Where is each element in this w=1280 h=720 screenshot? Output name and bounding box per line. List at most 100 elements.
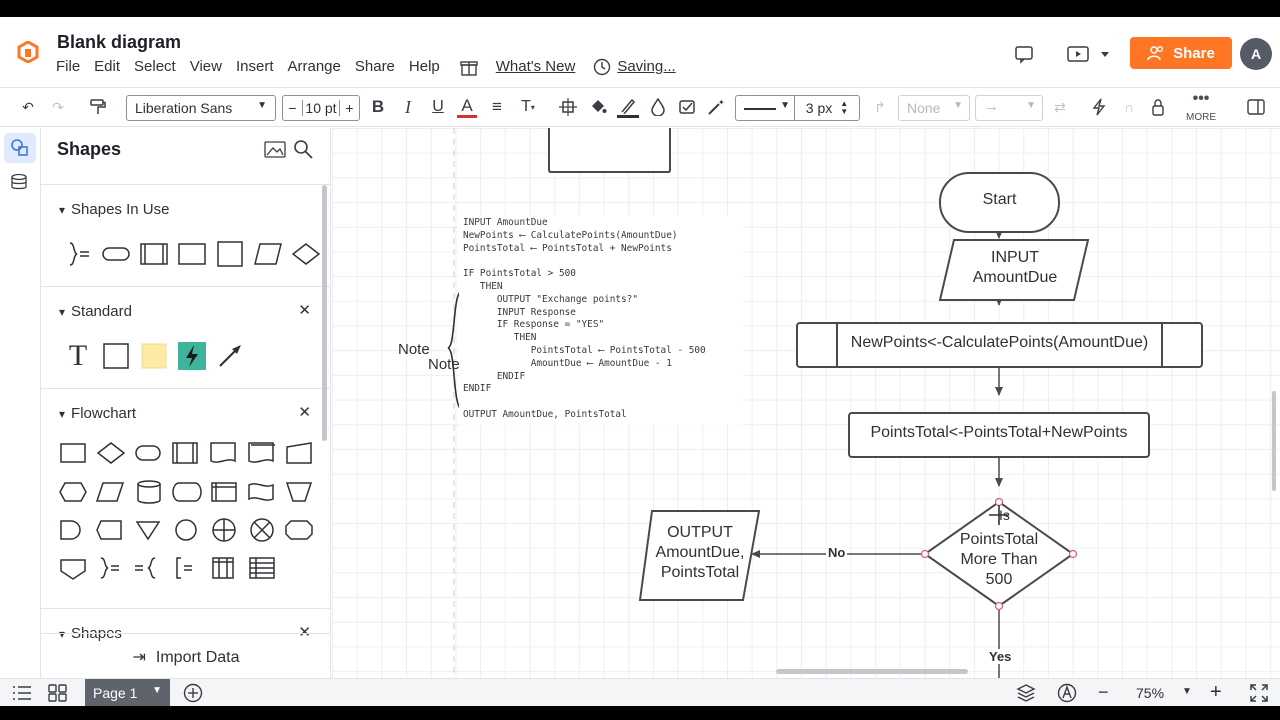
comment-icon[interactable] bbox=[1014, 44, 1034, 64]
line-start-select[interactable]: None ▼ bbox=[898, 95, 970, 121]
sticky-note-icon[interactable] bbox=[135, 341, 173, 371]
import-data-button[interactable]: ⇥Import Data bbox=[41, 633, 330, 678]
swap-icon[interactable]: ⇄ bbox=[1054, 98, 1066, 115]
panel-scrollbar[interactable] bbox=[322, 185, 327, 441]
square-shape-icon[interactable] bbox=[211, 239, 249, 269]
lucid-logo-icon[interactable] bbox=[17, 41, 39, 63]
canvas-vscrollbar[interactable] bbox=[1272, 391, 1276, 491]
close-icon[interactable]: ✕ bbox=[298, 404, 311, 421]
navigate-icon[interactable] bbox=[1057, 683, 1077, 703]
menu-insert[interactable]: Insert bbox=[235, 58, 274, 75]
more-button[interactable]: ••• MORE bbox=[1186, 91, 1216, 124]
page-tab[interactable]: Page 1 ▼ bbox=[85, 679, 170, 706]
menu-arrange[interactable]: Arrange bbox=[287, 58, 341, 75]
line-style-select[interactable]: ▼ bbox=[735, 95, 795, 121]
line-color-icon[interactable] bbox=[617, 96, 639, 118]
magnet-icon[interactable]: ∩ bbox=[1123, 99, 1135, 115]
note-label-inner[interactable]: Note bbox=[428, 356, 460, 373]
rectangle-shape-icon[interactable] bbox=[173, 239, 211, 269]
share-button[interactable]: Share bbox=[1130, 37, 1232, 69]
assignment-process[interactable] bbox=[848, 412, 1150, 458]
yes-label[interactable]: Yes bbox=[987, 649, 1014, 664]
offscreen-shape[interactable] bbox=[548, 128, 671, 173]
format-painter-icon[interactable] bbox=[86, 96, 110, 118]
annotation-shape-icon[interactable] bbox=[59, 239, 97, 269]
input-parallelogram[interactable] bbox=[938, 239, 1090, 301]
note-brace-outer[interactable] bbox=[447, 289, 464, 412]
block-shape-icon[interactable] bbox=[97, 341, 135, 371]
menu-file[interactable]: File bbox=[56, 58, 81, 75]
process-shape-icon[interactable] bbox=[135, 239, 173, 269]
style-icon[interactable] bbox=[676, 96, 698, 118]
text-options-icon[interactable]: T▾ bbox=[521, 98, 535, 115]
action-shape-icon[interactable] bbox=[173, 341, 211, 371]
chevron-down-icon[interactable]: ▼ bbox=[152, 685, 162, 696]
section-title[interactable]: Shapes In Use bbox=[59, 201, 169, 218]
font-family-select[interactable]: Liberation Sans ▼ bbox=[126, 95, 276, 121]
section-title[interactable]: Standard bbox=[59, 303, 132, 320]
gift-icon[interactable] bbox=[460, 58, 478, 80]
zoom-level[interactable]: 75% bbox=[1136, 685, 1165, 701]
note-label-outer[interactable]: Note bbox=[398, 341, 430, 358]
increase-icon[interactable]: + bbox=[339, 100, 359, 116]
italic-icon[interactable]: I bbox=[405, 96, 411, 117]
undo-icon[interactable]: ↶ bbox=[22, 98, 34, 115]
diamond-shape-icon[interactable] bbox=[287, 239, 325, 269]
lock-icon[interactable] bbox=[1147, 96, 1169, 118]
magic-wand-icon[interactable]: ✦ bbox=[705, 96, 727, 118]
close-icon[interactable]: ✕ bbox=[298, 302, 311, 319]
menu-select[interactable]: Select bbox=[134, 58, 176, 75]
list-icon[interactable] bbox=[12, 685, 32, 701]
start-terminator[interactable] bbox=[939, 172, 1060, 233]
no-label[interactable]: No bbox=[826, 545, 848, 560]
flowchart-shape-grid[interactable] bbox=[59, 439, 329, 599]
database-icon[interactable] bbox=[10, 173, 30, 193]
menu-help[interactable]: Help bbox=[408, 58, 440, 75]
close-icon[interactable]: ✕ bbox=[298, 624, 311, 641]
text-shape-icon[interactable]: T bbox=[68, 339, 88, 372]
panel-toggle-icon[interactable] bbox=[1245, 96, 1267, 118]
menu-share[interactable]: Share bbox=[354, 58, 395, 75]
zoom-in-icon[interactable]: + bbox=[1210, 681, 1222, 703]
text-color-icon[interactable]: A bbox=[457, 96, 477, 118]
whats-new-link[interactable]: What's New bbox=[495, 58, 576, 75]
menu-view[interactable]: View bbox=[189, 58, 222, 75]
font-size-value[interactable]: 10 pt bbox=[305, 100, 337, 116]
shapes-tab[interactable] bbox=[4, 133, 36, 163]
line-end-select[interactable]: → ▼ bbox=[975, 95, 1043, 121]
document-title[interactable]: Blank diagram bbox=[57, 32, 182, 52]
add-page-icon[interactable] bbox=[183, 683, 203, 703]
output-parallelogram[interactable] bbox=[638, 510, 761, 601]
parallelogram-shape-icon[interactable] bbox=[249, 239, 287, 269]
predefined-process[interactable] bbox=[796, 322, 1203, 368]
align-icon[interactable]: ≡ bbox=[492, 97, 502, 116]
section-title[interactable]: Flowchart bbox=[59, 405, 136, 422]
connector-style-icon[interactable]: ↱ bbox=[874, 98, 886, 115]
opacity-icon[interactable] bbox=[647, 96, 669, 118]
fullscreen-icon[interactable] bbox=[1250, 684, 1268, 702]
layers-icon[interactable] bbox=[1016, 683, 1036, 703]
font-size-stepper[interactable]: − 10 pt + bbox=[282, 95, 360, 121]
decrease-icon[interactable]: − bbox=[283, 100, 303, 116]
zoom-out-icon[interactable]: − bbox=[1098, 682, 1109, 702]
line-width-input[interactable]: 3 px ▲▼ bbox=[794, 95, 860, 121]
search-icon[interactable] bbox=[293, 139, 313, 159]
insert-shape-icon[interactable] bbox=[557, 96, 579, 118]
terminator-shape-icon[interactable] bbox=[97, 239, 135, 269]
chevron-down-icon[interactable]: ▼ bbox=[1182, 686, 1192, 697]
lightning-icon[interactable] bbox=[1088, 96, 1110, 118]
chevron-down-icon[interactable] bbox=[1100, 49, 1110, 59]
image-icon[interactable] bbox=[264, 140, 286, 158]
grid-view-icon[interactable] bbox=[48, 684, 68, 702]
avatar[interactable]: A bbox=[1240, 38, 1272, 70]
fill-color-icon[interactable] bbox=[587, 96, 609, 118]
canvas-hscrollbar[interactable] bbox=[776, 669, 968, 674]
menu-edit[interactable]: Edit bbox=[94, 58, 121, 75]
bold-icon[interactable]: B bbox=[371, 97, 385, 116]
underline-icon[interactable]: U bbox=[432, 98, 444, 115]
arrow-line-icon[interactable] bbox=[211, 341, 249, 371]
spinner-icon[interactable]: ▲▼ bbox=[840, 99, 849, 116]
present-icon[interactable] bbox=[1067, 44, 1089, 64]
